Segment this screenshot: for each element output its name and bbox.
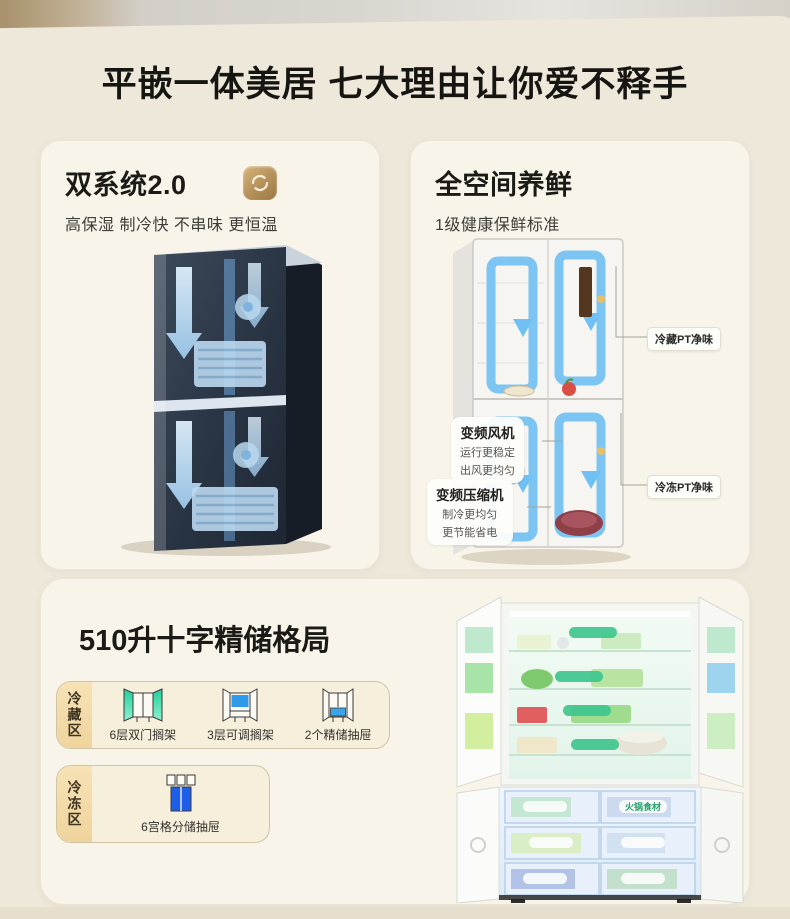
fresh-space-subtitle: 1级健康保鲜标准 <box>435 217 560 234</box>
dual-system-subtitle: 高保湿 制冷快 不串味 更恒温 <box>65 217 278 234</box>
dual-system-cycle-icon <box>242 165 277 200</box>
open-fridge-photo-illustration: 火锅食材 <box>456 596 744 904</box>
inverter-fan-line1: 运行更稳定 <box>460 447 515 459</box>
freeze-zone-tab: 冷冻区 <box>57 766 92 842</box>
cold-zone-row: 冷藏区 6层双门搁架 <box>56 681 390 749</box>
double-door-shelf-icon <box>123 688 163 722</box>
inverter-compressor-callout: 变频压缩机 制冷更均匀 更节能省电 <box>427 479 513 545</box>
cold-zone-item-storage-drawer: 2个精储抽屉 <box>304 687 372 743</box>
inverter-compressor-line1: 制冷更均匀 <box>442 509 498 521</box>
dual-system-fridge-illustration <box>121 245 331 556</box>
zone-item-label: 3层可调搁架 <box>207 728 274 742</box>
freeze-zone-row: 冷冻区 6宫格分储抽屉 <box>56 765 270 843</box>
page-title: 平嵌一体美居 七大理由让你爱不释手 <box>101 65 689 104</box>
fridge-pt-label: 冷藏PT净味 <box>647 327 722 351</box>
freezer-drawer-label: 火锅食材 <box>625 801 661 812</box>
zone-item-label: 2个精储抽屉 <box>304 728 372 742</box>
storage-layout-card: 510升十字精储格局 冷藏区 6层双门搁架 <box>40 578 750 905</box>
fresh-space-card: 全空间养鲜 1级健康保鲜标准 <box>410 140 750 570</box>
freeze-zone-item-grid-drawer: 6宫格分储抽屉 <box>141 773 220 835</box>
dual-system-card: 双系统2.0 高保湿 制冷快 不串味 更恒温 <box>40 140 380 570</box>
cold-zone-item-adjustable-shelf: 3层可调搁架 <box>207 687 274 743</box>
inverter-fan-line2: 出风更均匀 <box>460 465 515 477</box>
bottom-divider-strip <box>0 907 790 919</box>
fresh-space-title: 全空间养鲜 <box>435 170 573 200</box>
storage-layout-title: 510升十字精储格局 <box>79 625 331 657</box>
zone-item-label: 6层双门搁架 <box>109 728 177 742</box>
zone-item-label: 6宫格分储抽屉 <box>141 820 220 834</box>
storage-drawer-icon <box>322 688 354 722</box>
dual-system-title: 双系统2.0 <box>65 170 187 200</box>
product-photo: 火锅食材 <box>451 587 749 904</box>
inverter-fan-title: 变频风机 <box>460 426 515 441</box>
cold-zone-tab: 冷藏区 <box>57 682 92 748</box>
inverter-compressor-line2: 更节能省电 <box>442 527 498 539</box>
freezer-pt-label: 冷冻PT净味 <box>647 475 722 499</box>
cold-zone-item-double-door-shelf: 6层双门搁架 <box>109 687 176 743</box>
grid-drawer-icon <box>166 774 195 812</box>
inverter-compressor-title: 变频压缩机 <box>436 488 504 503</box>
adjustable-shelf-icon <box>222 688 258 722</box>
inverter-fan-callout: 变频风机 运行更稳定 出风更均匀 <box>451 417 524 483</box>
